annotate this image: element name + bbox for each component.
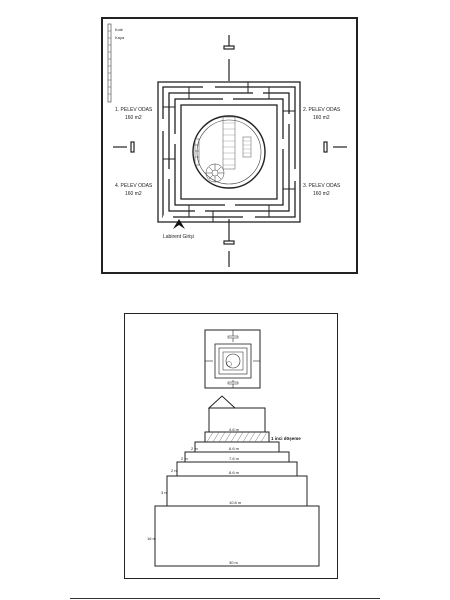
elevation-drawing-frame: 1 inci döşeme 4.6 m 6.6 m 7.6 m 8.6 m 10… <box>124 313 338 579</box>
mini-plan <box>204 329 261 389</box>
height-label-base: 16 m <box>147 536 157 541</box>
plan-legend: Kule Kaya <box>107 23 125 103</box>
quadrant-1-area: 160 m2 <box>125 115 142 121</box>
height-label-2: 2 m <box>181 456 188 461</box>
quadrant-1-name: 1. PELEV ODAS <box>115 107 153 113</box>
quadrant-3-area: 160 m2 <box>313 191 330 197</box>
tier-width-labels: 4.6 m 6.6 m 7.6 m 8.6 m 10.8 m 30 m <box>229 427 242 565</box>
quadrant-4-name: 4. PELEV ODAS <box>115 183 153 189</box>
plan-drawing: Kule Kaya <box>107 23 347 267</box>
quadrant-2-name: 2. PELEV ODAS <box>303 107 341 113</box>
tier-base <box>154 505 320 567</box>
apex-pyramid <box>207 395 237 409</box>
ziggurat-elevation <box>154 395 320 567</box>
fill-band <box>204 431 270 443</box>
height-label-4: 3 m <box>161 490 168 495</box>
plan-drawing-frame: Kule Kaya <box>101 17 358 274</box>
tier-label-5: 10.8 m <box>229 500 242 505</box>
quadrant-3-name: 3. PELEV ODAS <box>303 183 341 189</box>
height-label-1: 2 m <box>191 446 198 451</box>
central-tower <box>192 115 266 189</box>
fill-band-label: 1 inci döşeme <box>271 436 301 441</box>
quadrant-4-area: 160 m2 <box>125 191 142 197</box>
elevation-drawing: 1 inci döşeme 4.6 m 6.6 m 7.6 m 8.6 m 10… <box>147 329 320 567</box>
entrance-arrow-icon <box>173 219 185 229</box>
labyrinth <box>157 81 301 223</box>
axis-walls <box>113 35 347 267</box>
legend-line-2: Kaya <box>115 35 125 40</box>
fill-hatch <box>206 431 268 443</box>
quadrant-2-area: 160 m2 <box>313 115 330 121</box>
tier-label-base: 30 m <box>229 560 239 565</box>
quadrant-labels: 1. PELEV ODAS 160 m2 2. PELEV ODAS 160 m… <box>115 107 341 197</box>
labyrinth-entrance: Labirent Girişi <box>163 219 194 240</box>
height-label-3: 2 m <box>171 468 178 473</box>
tier-label-4: 8.6 m <box>229 470 240 475</box>
tier-height-labels: 2 m 2 m 2 m 3 m 16 m <box>147 446 198 541</box>
tier-label-3: 7.6 m <box>229 456 240 461</box>
legend-line-1: Kule <box>115 27 124 32</box>
page-bottom-rule <box>70 598 380 599</box>
tier-label-2: 6.6 m <box>229 446 240 451</box>
tier-label-1: 4.6 m <box>229 427 240 432</box>
spiral-stair <box>205 163 225 183</box>
entrance-label: Labirent Girişi <box>163 234 194 240</box>
